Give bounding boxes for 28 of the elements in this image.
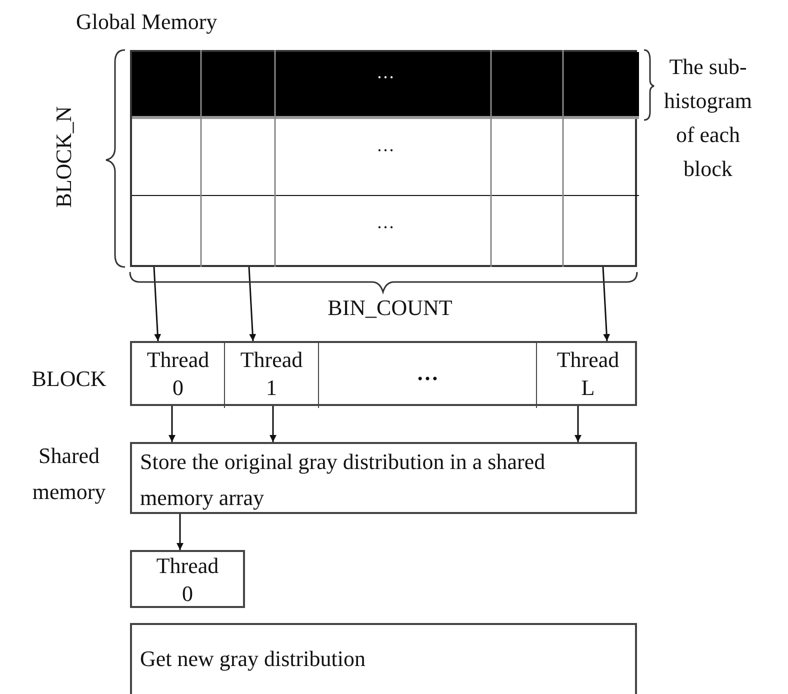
process-box xyxy=(130,341,637,406)
heading: Global Memory xyxy=(76,10,218,34)
thread-label: Thread 0 xyxy=(146,346,210,402)
arrow xyxy=(574,406,582,442)
arrow xyxy=(153,266,162,342)
annotation-text: The sub-histogram of each block xyxy=(663,53,753,183)
arrow xyxy=(176,514,184,550)
process-box xyxy=(130,623,637,694)
thread-label: Thread 0 xyxy=(156,552,219,608)
ellipsis-text: … xyxy=(376,134,396,157)
thread-label: Thread L xyxy=(556,346,620,402)
highlighted-row xyxy=(132,52,639,119)
side-label: Shared memory xyxy=(31,442,107,506)
dimension-label: BLOCK_N xyxy=(51,105,77,210)
ellipsis-text: … xyxy=(376,61,396,84)
thread-label: … xyxy=(416,359,440,387)
arrow xyxy=(168,406,176,442)
dimension-label: BIN_COUNT xyxy=(326,295,454,321)
box-text: Store the original gray distribution in a shared memory array xyxy=(140,448,546,512)
ellipsis-text: … xyxy=(376,211,396,234)
arrow xyxy=(270,406,276,442)
thread-label: Thread 1 xyxy=(240,346,303,402)
process-box xyxy=(130,550,245,608)
arrow xyxy=(248,266,256,342)
box-text: Get new gray distribution xyxy=(140,645,366,673)
process-box xyxy=(130,442,637,514)
arrow xyxy=(602,266,610,342)
side-label: BLOCK xyxy=(30,365,108,393)
